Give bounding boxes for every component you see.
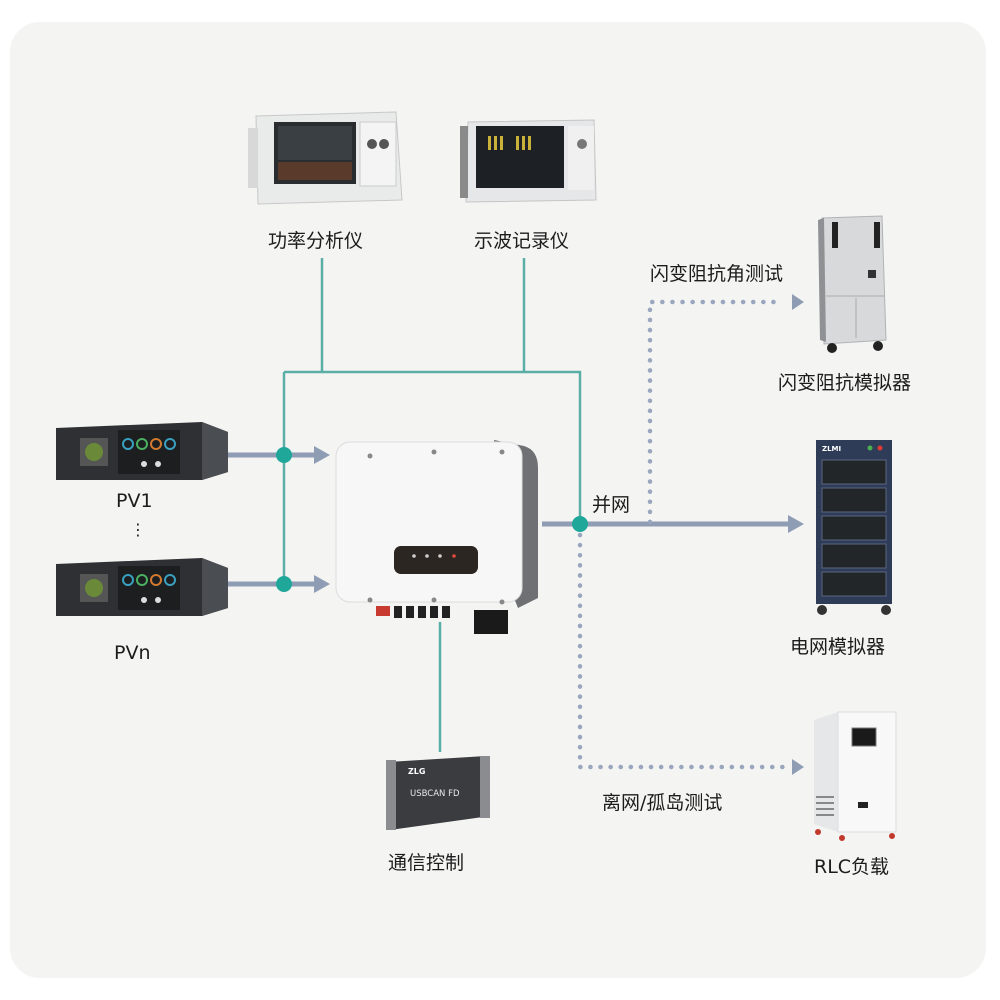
off-grid-arrowhead	[792, 759, 804, 775]
impedance-simulator-icon	[818, 215, 887, 353]
impedance-test-path	[647, 299, 785, 525]
device-model-text: USBCAN FD	[410, 789, 460, 799]
impedance-simulator-label: 闪变阻抗模拟器	[778, 372, 912, 394]
off-grid-test-label: 离网/孤岛测试	[602, 792, 723, 814]
power-analyzer-label: 功率分析仪	[268, 230, 364, 252]
grid-junction-node	[572, 516, 588, 532]
pvn-label: PVn	[114, 642, 151, 664]
pv1-simulator-icon	[56, 422, 228, 480]
rlc-load-label: RLC负载	[814, 856, 890, 878]
comm-control-label: 通信控制	[388, 852, 465, 874]
usbcan-interface-icon: ZLG USBCAN FD	[386, 756, 490, 830]
grid-tie-label: 并网	[592, 494, 631, 516]
device-brand: ZLG	[408, 767, 425, 776]
impedance-test-arrowhead	[792, 294, 804, 310]
rlc-load-icon	[814, 711, 897, 841]
pvn-simulator-icon	[56, 558, 228, 616]
pv1-arrowhead	[314, 446, 330, 464]
pvn-arrowhead	[314, 575, 330, 593]
grid-simulator-label: 电网模拟器	[790, 636, 886, 658]
pvn-junction-node	[276, 576, 292, 592]
grid-tie-arrowhead	[788, 515, 804, 533]
power-analyzer-icon	[248, 111, 403, 205]
pv-ellipsis: ⋮	[130, 520, 146, 539]
grid-simulator-icon: ZLMI	[816, 440, 892, 615]
pv1-junction-node	[276, 447, 292, 463]
off-grid-test-path	[577, 532, 793, 770]
pv1-label: PV1	[116, 490, 153, 512]
measurement-bus	[284, 370, 582, 524]
grid-simulator-brand: ZLMI	[822, 445, 841, 453]
oscilloscope-icon	[460, 119, 597, 203]
inverter-icon	[335, 440, 538, 634]
oscilloscope-label: 示波记录仪	[474, 230, 570, 252]
impedance-test-label: 闪变阻抗角测试	[650, 263, 784, 285]
